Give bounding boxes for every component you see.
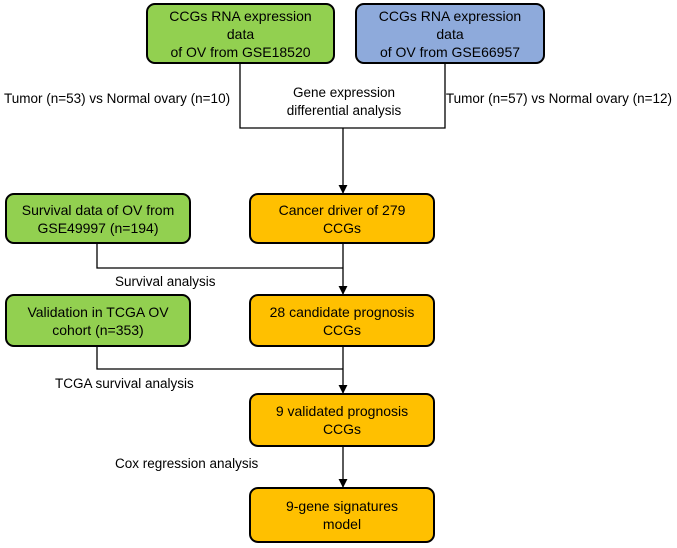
label-tumor-left: Tumor (n=53) vs Normal ovary (n=10)	[4, 91, 231, 106]
label-gene-expression: Gene expression differential analysis	[286, 85, 402, 118]
box-validated: 9 validated prognosis CCGs	[249, 393, 435, 447]
box-gse18520: CCGs RNA expression data of OV from GSE1…	[146, 3, 335, 64]
box-gse66957: CCGs RNA expression data of OV from GSE6…	[355, 3, 545, 64]
box-validation-tcga: Validation in TCGA OV cohort (n=353)	[5, 294, 191, 347]
box-cancer-driver-text: Cancer driver of 279 CCGs	[278, 201, 406, 236]
box-validated-text: 9 validated prognosis CCGs	[275, 403, 409, 437]
box-candidate-text: 28 candidate prognosis CCGs	[269, 303, 415, 338]
label-tumor-right: Tumor (n=57) vs Normal ovary (n=12)	[445, 91, 672, 106]
box-gse66957-text: CCGs RNA expression data of OV from GSE6…	[378, 7, 522, 60]
connector-validation-tcga	[96, 346, 343, 370]
box-signature: 9-gene signatures model	[249, 487, 435, 543]
label-survival-analysis: Survival analysis	[115, 274, 216, 289]
box-gse18520-text: CCGs RNA expression data of OV from GSE1…	[169, 7, 312, 60]
connector-survival-data	[96, 243, 343, 269]
box-cancer-driver: Cancer driver of 279 CCGs	[249, 193, 435, 244]
label-cox-regression: Cox regression analysis	[115, 456, 259, 471]
box-validation-tcga-text: Validation in TCGA OV cohort (n=353)	[27, 303, 169, 338]
box-survival-data: Survival data of OV from GSE49997 (n=194…	[5, 193, 191, 244]
box-survival-data-text: Survival data of OV from GSE49997 (n=194…	[21, 201, 175, 236]
label-tcga-survival: TCGA survival analysis	[55, 376, 194, 391]
box-candidate: 28 candidate prognosis CCGs	[249, 294, 435, 347]
box-signature-text: 9-gene signatures model	[285, 498, 399, 532]
